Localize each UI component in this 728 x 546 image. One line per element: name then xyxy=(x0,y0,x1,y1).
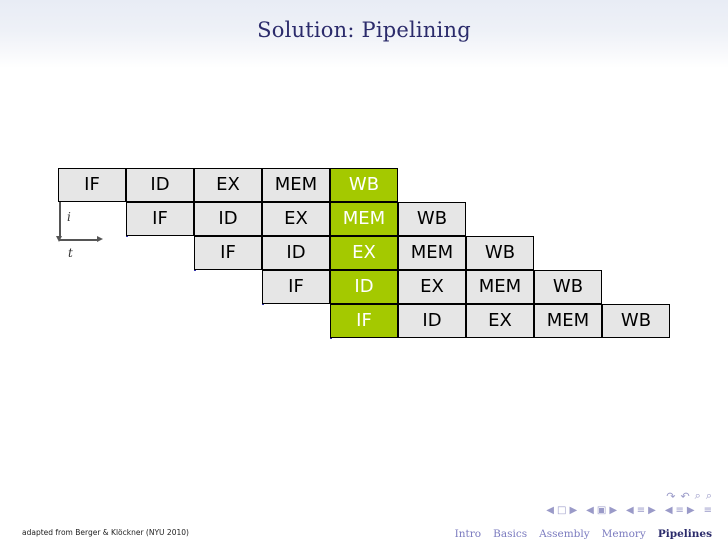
pipeline-cell: WB xyxy=(398,202,466,236)
pipeline-cell-highlighted: MEM xyxy=(330,202,398,236)
pipeline-cell-highlighted: EX xyxy=(330,236,398,270)
nav-group-subsection[interactable]: ◀ ≡ ▶ xyxy=(626,505,656,516)
list-icon[interactable]: ≡ xyxy=(636,505,646,516)
pipeline-cell: IF xyxy=(58,168,126,202)
pipeline-cell-highlighted: WB xyxy=(330,168,398,202)
slide-nav-controls[interactable]: ◀ □ ▶ ◀ ▣ ▶ ◀ ≡ ▶ ◀ ≡ ▶ ≡ xyxy=(546,505,712,516)
pipeline-cell: EX xyxy=(194,168,262,202)
footer-nav-item-basics[interactable]: Basics xyxy=(493,528,528,540)
pipeline-cell: EX xyxy=(262,202,330,236)
footer-section-nav[interactable]: Intro Basics Assembly Memory Pipelines xyxy=(455,528,712,540)
axis-vertical-label: i xyxy=(67,210,71,224)
axis-horizontal-line xyxy=(59,239,99,241)
footer-nav-item-pipelines[interactable]: Pipelines xyxy=(657,528,712,540)
zoom-in-icon[interactable]: ⌕ xyxy=(694,489,701,502)
pipeline-cell: MEM xyxy=(262,168,330,202)
pipeline-cell: ID xyxy=(398,304,466,338)
axis-horizontal-label: t xyxy=(68,246,73,260)
footer-nav-item-assembly[interactable]: Assembly xyxy=(539,528,590,540)
pipeline-cell-highlighted: IF xyxy=(330,304,398,338)
pipeline-cell: WB xyxy=(466,236,534,270)
pipeline-cell: IF xyxy=(126,202,194,236)
pipeline-cell: WB xyxy=(534,270,602,304)
pipeline-cell: MEM xyxy=(466,270,534,304)
pipeline-cell: ID xyxy=(194,202,262,236)
pipeline-cell: ID xyxy=(262,236,330,270)
first-slide-icon[interactable]: □ xyxy=(557,505,567,516)
pipeline-cell: MEM xyxy=(398,236,466,270)
redo-icon[interactable]: ↷ xyxy=(666,489,676,503)
zoom-out-icon[interactable]: ⌕ xyxy=(705,489,712,502)
prev-arrow-icon[interactable]: ◀ xyxy=(626,505,634,516)
pipeline-cell: ID xyxy=(126,168,194,202)
next-arrow-icon[interactable]: ▶ xyxy=(648,505,656,516)
next-arrow-icon[interactable]: ▶ xyxy=(686,505,695,516)
zoom-controls[interactable]: ↷ ↶ ⌕ ⌕ xyxy=(666,489,712,503)
pipeline-cell-highlighted: ID xyxy=(330,270,398,304)
undo-icon[interactable]: ↶ xyxy=(680,489,690,503)
page-title: Solution: Pipelining xyxy=(257,18,471,42)
pipeline-cell: WB xyxy=(602,304,670,338)
toc-icon[interactable]: ≡ xyxy=(703,505,712,516)
nav-group-section[interactable]: ◀ ▣ ▶ xyxy=(586,505,617,516)
footer-nav-item-memory[interactable]: Memory xyxy=(601,528,646,540)
prev-arrow-icon[interactable]: ◀ xyxy=(586,505,594,516)
footer-credit: adapted from Berger & Klöckner (NYU 2010… xyxy=(22,528,189,537)
prev-arrow-icon[interactable]: ◀ xyxy=(664,505,673,516)
list-icon[interactable]: ≡ xyxy=(675,505,684,516)
pipeline-cell: EX xyxy=(398,270,466,304)
pipeline-cell: IF xyxy=(262,270,330,304)
next-arrow-icon[interactable]: ▶ xyxy=(569,505,578,516)
axis-vertical-line xyxy=(59,200,61,238)
pipeline-cell: EX xyxy=(466,304,534,338)
nav-group-first[interactable]: ◀ □ ▶ xyxy=(546,505,577,516)
pipeline-cell: IF xyxy=(194,236,262,270)
title-band xyxy=(0,0,728,68)
nav-group-frame[interactable]: ◀ ≡ ▶ xyxy=(665,505,695,516)
prev-arrow-icon[interactable]: ◀ xyxy=(546,505,554,516)
axis-horizontal-arrow-icon xyxy=(97,236,103,242)
next-arrow-icon[interactable]: ▶ xyxy=(609,505,618,516)
pipeline-cell: MEM xyxy=(534,304,602,338)
section-icon[interactable]: ▣ xyxy=(596,505,607,516)
footer-nav-item-intro[interactable]: Intro xyxy=(454,528,482,540)
